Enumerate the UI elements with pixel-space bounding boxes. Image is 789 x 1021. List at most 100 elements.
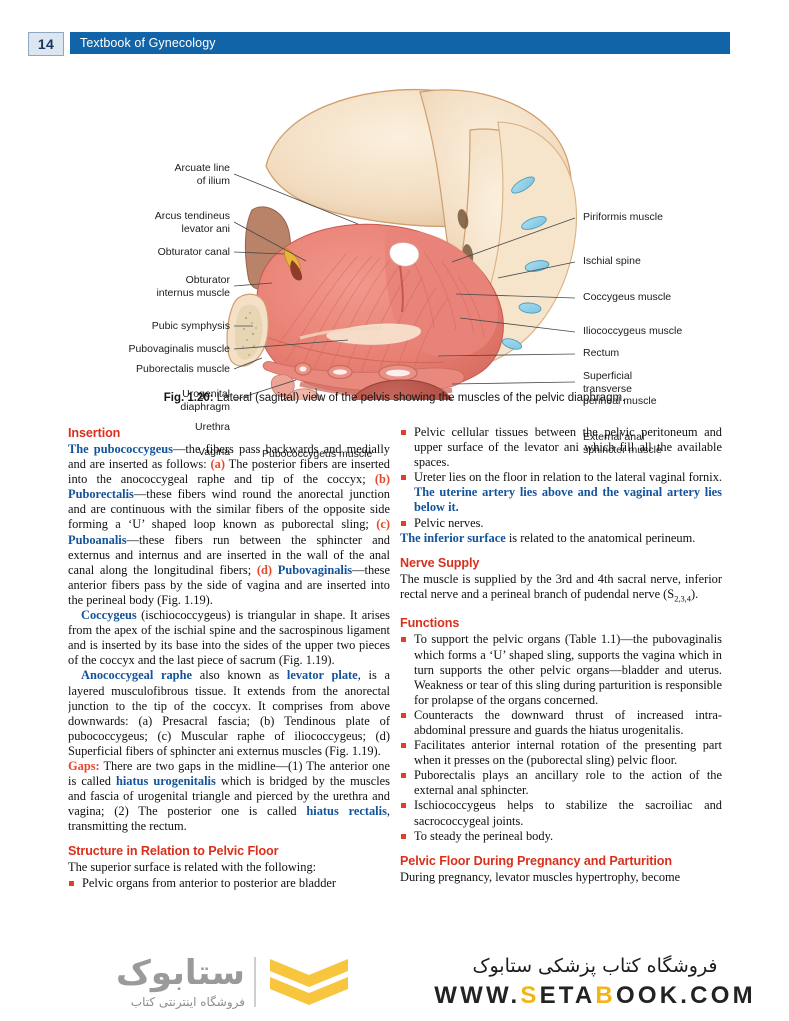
raphe-seg-1: also known as [191,668,287,683]
figure-label-puborectalis: Puborectalis muscle [136,363,230,375]
figure-number: Fig. 1.20: [163,392,214,404]
url-char: A [574,982,596,1009]
url-char: W [460,982,486,1009]
list-item: Counteracts the downward thrust of incre… [400,708,722,738]
figure-1-20: Arcuate line of ilium Arcus tendineus le… [0,70,789,460]
paragraph-inferior-surface: The inferior surface is related to the a… [400,531,722,546]
url-char: W [485,982,511,1009]
list-item: To support the pelvic organs (Table 1.1)… [400,632,722,707]
term-gaps: Gaps: [68,758,100,773]
text-seg-5: —these anterior fibers pass by the side … [68,562,390,607]
label-b: (b) [374,472,390,487]
text-seg-4: —these fibers run between the sphincter … [68,532,390,577]
figure-label-coccygeus: Coccygeus muscle [583,291,672,303]
structure-bullet-list: Pelvic organs from anterior to posterior… [68,876,390,891]
nerve-text-end: ). [690,586,699,601]
figure-label-obturator-internus: Obturator internus muscle [156,274,230,299]
logo-wordmark: ستابوک [116,953,245,993]
paragraph-insertion: The pubococcygeus—the fibers pass backwa… [68,442,390,608]
url-char: K [659,982,681,1009]
term-pubococcygeus: The pubococcygeus [68,442,173,456]
brand-persian-text: فروشگاه کتاب پزشکی ستابوک [472,955,718,977]
paragraph-coccygeus: Coccygeus (ischiococcygeus) is triangula… [68,608,390,668]
figure-label-pubic-symphysis: Pubic symphysis [151,320,230,332]
page-number: 14 [28,32,64,56]
paragraph-anococcygeal-raphe: Anococcygeal raphe also known as levator… [68,668,390,759]
url-char: S [520,982,540,1009]
right-column: Pelvic cellular tissues between the pelv… [400,425,722,945]
figure-label-urethra: Urethra [194,421,230,433]
term-anococcygeal-raphe: Anococcygeal raphe [81,668,192,683]
list-item: Puborectalis plays an ancillary role to … [400,768,722,798]
setabook-logo[interactable]: ستابوک فروشگاه اینترنتی کتاب [40,949,370,1019]
figure-label-piriformis: Piriformis muscle [583,211,663,223]
term-uterine-artery: The uterine artery lies above and the va… [414,485,722,515]
term-levator-plate: levator plate [286,668,358,683]
gaps-seg-3: , transmitting the rectum. [68,804,390,834]
term-coccygeus: Coccygeus [81,608,137,623]
list-item: Ischiococcygeus helps to stabilize the s… [400,798,722,828]
term-hiatus-urogenitalis: hiatus urogenitalis [115,774,216,789]
list-item: Pelvic cellular tissues between the pelv… [400,425,722,470]
footer-watermark: ستابوک فروشگاه اینترنتی کتاب فروشگاه کتا… [0,945,789,1021]
gaps-seg-2: which is bridged by the muscles and fasc… [68,774,390,819]
url-char: O [615,982,638,1009]
url-char: C [690,982,711,1009]
figure-caption-text: Lateral (sagittal) view of the pelvis sh… [213,392,626,404]
coccygeus-text: (ischiococcygeus) is triangular in shape… [68,608,390,668]
heading-insertion: Insertion [68,426,121,440]
figure-label-external-anal-sphincter: External anal sphincter muscle [583,431,662,456]
list-item: Pelvic organs from anterior to posterior… [68,876,390,891]
figure-label-superficial-transverse-perineal: Superficial transverse perineal muscle [583,370,657,408]
url-char: O [637,982,660,1009]
logo-tagline: فروشگاه اینترنتی کتاب [130,995,245,1009]
structure-lead-text: The superior surface is related with the… [68,860,317,875]
figure-caption: Fig. 1.20: Lateral (sagittal) view of th… [0,392,789,404]
figure-label-ischial-spine: Ischial spine [583,255,641,267]
url-char: E [539,982,559,1009]
figure-label-pubovaginalis: Pubovaginalis muscle [128,343,230,355]
list-item: Facilitates anterior internal rotation o… [400,738,722,768]
heading-structure-relation: Structure in Relation to Pelvic Floor [68,844,279,859]
term-puborectalis: Puborectalis [68,487,134,502]
paragraph-nerve-supply: The muscle is supplied by the 3rd and 4t… [400,572,722,607]
url-char: M [732,982,756,1009]
url-char: . [680,982,691,1009]
url-char: W [434,982,461,1009]
functions-list: To support the pelvic organs (Table 1.1)… [400,632,722,843]
figure-label-vagina: Vagina [198,446,230,458]
term-puboanalis: Puboanalis [68,532,127,547]
nerve-subscript: 2,3,4 [674,594,691,604]
text-seg-2: The posterior fibers are inserted into t… [68,457,390,487]
label-a: (a) [210,457,225,472]
url-char: T [558,982,575,1009]
book-title: Textbook of Gynecology [80,36,216,50]
label-d: (d) [256,562,273,577]
inferior-surface-text: is related to the anatomical perineum. [505,530,696,545]
raphe-seg-2: , is a layered musculofibrous tissue. It… [68,668,390,758]
page-header: 14 Textbook of Gynecology [0,0,789,72]
figure-label-arcuate-line: Arcuate line of ilium [174,162,230,187]
url-char: B [595,982,616,1009]
paragraph-pregnancy-cut: During pregnancy, levator muscles hypert… [400,869,681,884]
figure-label-rectum: Rectum [583,347,620,359]
heading-functions: Functions [400,616,460,631]
list-item-ureter: Ureter lies on the floor in relation to … [400,470,722,515]
text-seg-1: —the fibers pass backwards and medially … [68,442,390,472]
url-char: O [710,982,733,1009]
term-hiatus-rectalis: hiatus rectalis [306,804,387,819]
ureter-text: Ureter lies on the floor in relation to … [414,470,722,485]
brand-block: فروشگاه کتاب پزشکی ستابوک WWW.SETABOOK.C… [420,951,770,1017]
chevron-stack-icon [270,959,348,1005]
body-columns: Insertion The pubococcygeus—the fibers p… [0,425,789,945]
paragraph-gaps: Gaps: There are two gaps in the midline—… [68,759,390,834]
heading-pelvic-floor-pregnancy: Pelvic Floor During Pregnancy and Partur… [400,853,672,868]
website-url[interactable]: WWW.SETABOOK.COM [420,981,770,1011]
superior-surface-bullets: Pelvic cellular tissues between the pelv… [400,425,722,531]
term-pubovaginalis: Pubovaginalis [272,562,353,577]
figure-label-pubococcygeus: Pubococcygeus muscle [262,448,373,460]
heading-nerve-supply: Nerve Supply [400,555,480,570]
label-c: (c) [376,517,390,532]
term-inferior-surface: The inferior surface [400,530,506,545]
url-char: . [510,982,521,1009]
